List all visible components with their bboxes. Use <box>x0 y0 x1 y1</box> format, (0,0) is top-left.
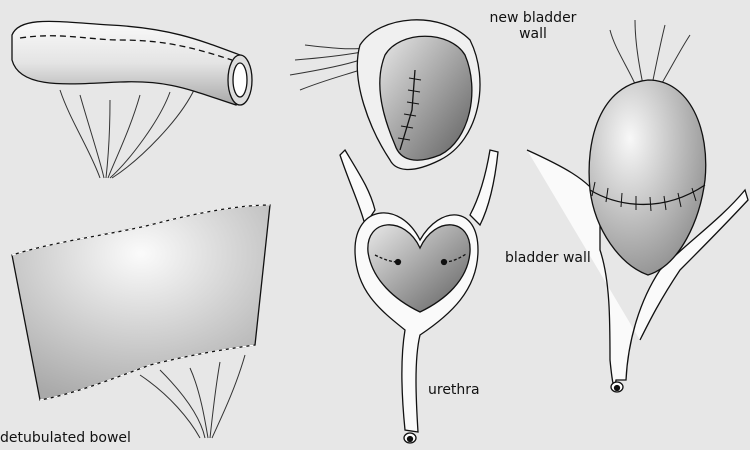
label-urethra: urethra <box>428 382 480 398</box>
label-bladder-wall: bladder wall <box>505 250 591 266</box>
opened-bladder-with-urethra <box>339 148 499 444</box>
closed-bladder <box>526 19 749 393</box>
label-line: wall <box>519 26 547 42</box>
label-detubulated-bowel: detubulated bowel <box>0 430 131 446</box>
bowel-segment <box>11 20 253 179</box>
new-bladder-cup <box>289 19 481 171</box>
label-new-bladder-wall: new bladder wall <box>478 10 588 42</box>
label-line: new bladder <box>489 10 577 26</box>
detubulated-bowel-sheet <box>11 204 271 439</box>
